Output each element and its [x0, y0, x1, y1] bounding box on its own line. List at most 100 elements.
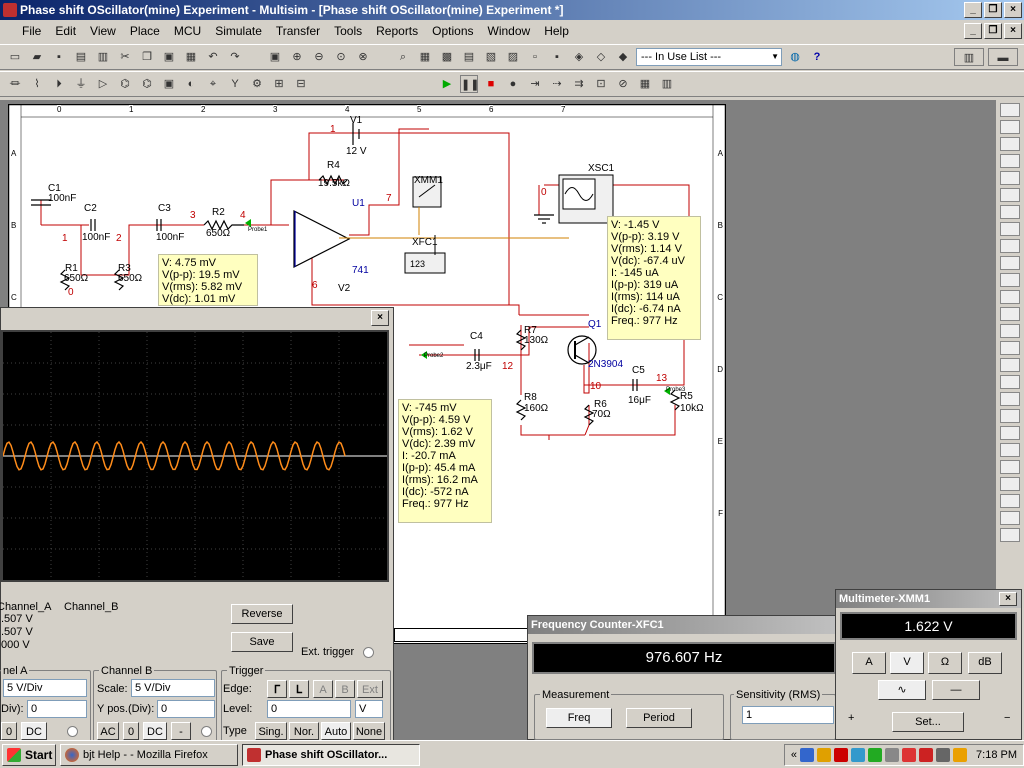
ac-mode-icon[interactable]: ∿ — [878, 680, 926, 700]
delete-icon[interactable]: ▦ — [185, 51, 197, 63]
copy-icon[interactable]: ❐ — [142, 51, 152, 63]
component-label[interactable]: 70Ω — [592, 409, 611, 420]
period-button[interactable]: Period — [626, 708, 692, 728]
multimeter-close-button[interactable]: × — [999, 592, 1017, 606]
trigger-b-button[interactable]: B — [335, 680, 355, 698]
save-icon[interactable]: ▪ — [57, 51, 61, 63]
channel-b-minus-button[interactable]: - — [171, 722, 191, 740]
component-label[interactable]: U1 — [352, 198, 365, 209]
tray-green-icon[interactable] — [868, 747, 883, 762]
open-icon[interactable]: ▰ — [32, 51, 42, 63]
doc-close-button[interactable]: × — [1004, 23, 1022, 39]
component-label[interactable]: V2 — [338, 283, 351, 294]
menu-place[interactable]: Place — [129, 24, 160, 38]
tray-network-icon[interactable] — [800, 747, 815, 762]
component-label[interactable]: R2 — [212, 207, 225, 218]
instrument-palette-icon[interactable] — [1000, 137, 1020, 151]
ladder-icon[interactable]: ▥ — [661, 78, 673, 90]
component-label[interactable]: 100nF — [82, 232, 111, 243]
breakpoint-icon[interactable]: ⇉ — [574, 78, 584, 90]
channel-b-dc-button[interactable]: DC — [143, 722, 167, 740]
postprocessor-icon[interactable]: ▧ — [485, 51, 497, 63]
step-icon[interactable]: ● — [509, 78, 517, 90]
menu-file[interactable]: File — [22, 24, 42, 38]
component-label[interactable]: 2N3904 — [588, 359, 624, 370]
instrument-palette-icon[interactable] — [1000, 273, 1020, 287]
channel-b-ac-button[interactable]: AC — [97, 722, 119, 740]
tray-shield-icon[interactable] — [817, 747, 832, 762]
indicator-icon[interactable]: ◐ — [187, 78, 195, 90]
component-label[interactable]: Probe2 — [424, 353, 444, 359]
tray-app-icon[interactable] — [851, 747, 866, 762]
bus-icon[interactable]: ⊟ — [296, 78, 306, 90]
grapher-icon[interactable]: ▩ — [441, 51, 453, 63]
component-label[interactable]: 741 — [352, 265, 369, 276]
new-icon[interactable]: ▭ — [9, 51, 21, 63]
channel-b-ypos[interactable]: 0 — [157, 700, 215, 718]
mode-volts-button[interactable]: V — [890, 652, 924, 674]
doc-restore-button[interactable]: ❐ — [984, 23, 1002, 39]
channel-a-radio[interactable] — [67, 726, 78, 737]
component-icon[interactable]: ▪ — [555, 51, 559, 63]
component-label[interactable]: C5 — [632, 365, 645, 376]
menu-reports[interactable]: Reports — [376, 24, 419, 38]
transistor-icon[interactable]: ⏚ — [75, 78, 87, 90]
scope-close-button[interactable]: × — [371, 310, 389, 326]
instrument-palette-icon[interactable] — [1000, 341, 1020, 355]
ttl-icon[interactable]: ⌬ — [120, 78, 130, 90]
db-icon[interactable]: ▤ — [463, 51, 475, 63]
component-label[interactable]: Q1 — [588, 319, 602, 330]
channel-b-scale[interactable]: 5 V/Div — [131, 679, 215, 697]
tray-security-icon[interactable] — [834, 747, 849, 762]
task-multisim[interactable]: Phase shift OScillator... — [242, 743, 420, 766]
minimize-button[interactable]: _ — [964, 2, 982, 18]
start-button[interactable]: Start — [2, 743, 56, 766]
tray-expand-icon[interactable]: « — [790, 748, 798, 761]
instrument-palette-icon[interactable] — [1000, 222, 1020, 236]
restore-button[interactable]: ❐ — [984, 2, 1002, 18]
instrument-palette-icon[interactable] — [1000, 511, 1020, 525]
instrument-palette-icon[interactable] — [1000, 188, 1020, 202]
component-label[interactable]: C1 — [48, 183, 61, 194]
component-label[interactable]: R7 — [524, 325, 537, 336]
paste-icon[interactable]: ▣ — [163, 51, 175, 63]
zoom-area-icon[interactable]: ⊙ — [336, 51, 346, 63]
instrument-palette-icon[interactable] — [1000, 307, 1020, 321]
instrument-palette-icon[interactable] — [1000, 460, 1020, 474]
channel-b-radio[interactable] — [201, 726, 212, 737]
transfer-icon[interactable]: ▫ — [533, 51, 537, 63]
doc-minimize-button[interactable]: _ — [964, 23, 982, 39]
instrument-palette-icon[interactable] — [1000, 443, 1020, 457]
print-icon[interactable]: ▤ — [75, 51, 87, 63]
instrument-palette-icon[interactable] — [1000, 290, 1020, 304]
stop-icon[interactable]: ■ — [487, 78, 495, 90]
component-label[interactable]: Probe3 — [666, 387, 686, 393]
instrument-palette-icon[interactable] — [1000, 528, 1020, 542]
falling-edge-icon[interactable]: ᒪ — [289, 680, 309, 698]
hier-icon[interactable]: ⊞ — [274, 78, 284, 90]
component-label[interactable]: 2.3μF — [466, 361, 492, 372]
close-button[interactable]: × — [1004, 2, 1022, 18]
fullscreen-icon[interactable]: ▣ — [269, 51, 281, 63]
electromech-icon[interactable]: ⚙ — [252, 78, 262, 90]
redo-icon[interactable]: ↷ — [230, 51, 240, 63]
forward-annotate-icon[interactable]: ◆ — [618, 51, 628, 63]
component-label[interactable]: 19.5kΩ — [318, 178, 350, 189]
menu-edit[interactable]: Edit — [55, 24, 77, 38]
rf-icon[interactable]: Y — [231, 78, 239, 90]
instrument-palette-icon[interactable] — [1000, 477, 1020, 491]
instrument-palette-icon[interactable] — [1000, 120, 1020, 134]
channel-b-zero-button[interactable]: 0 — [123, 722, 139, 740]
instrument-palette-icon[interactable] — [1000, 171, 1020, 185]
misc-icon[interactable]: ⌖ — [209, 78, 217, 90]
instrument-palette-icon[interactable] — [1000, 375, 1020, 389]
component-label[interactable]: R8 — [524, 392, 537, 403]
component-label[interactable]: V1 — [350, 115, 363, 126]
diode-icon[interactable]: ⏵ — [56, 78, 62, 90]
erc-icon[interactable]: ▨ — [507, 51, 519, 63]
component-label[interactable]: 16μF — [628, 395, 651, 406]
preview-icon[interactable]: ▥ — [97, 51, 109, 63]
layout-icon[interactable]: ▥ — [954, 48, 984, 66]
step-into-icon[interactable]: ⇥ — [530, 78, 540, 90]
component-label[interactable]: Probe1 — [248, 227, 268, 233]
